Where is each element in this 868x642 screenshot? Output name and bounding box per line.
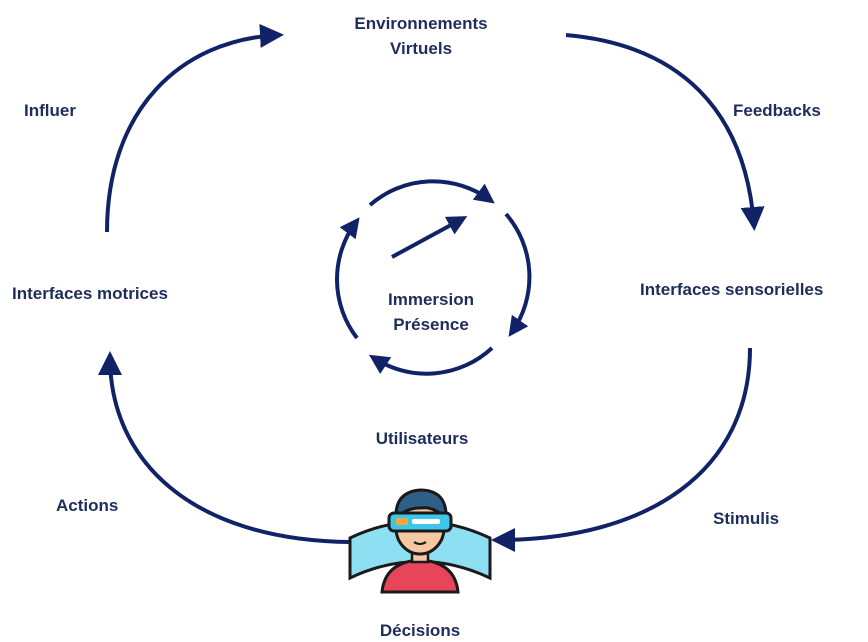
edge-stimuli-label: Stimulis <box>713 509 780 528</box>
node-decisions: Décisions <box>379 621 461 640</box>
edge-influence-label: Influer <box>24 101 76 120</box>
arrow-feedback <box>565 33 765 231</box>
node-environnements-line1: Environnements <box>354 14 488 33</box>
node-utilisateurs: Utilisateurs <box>375 429 469 448</box>
arrow-actions <box>98 351 351 544</box>
center-presence: Présence <box>393 315 469 334</box>
arrow-stimuli <box>491 347 752 552</box>
edge-feedback-label: Feedbacks <box>733 101 821 120</box>
inner-arrow-top <box>368 179 495 207</box>
node-interfaces-sensorielles: Interfaces sensorielles <box>640 280 824 299</box>
node-interfaces-motrices: Interfaces motrices <box>12 284 168 303</box>
edge-actions-label: Actions <box>56 496 119 515</box>
center-immersion: Immersion <box>388 290 474 309</box>
inner-arrow-bottom <box>368 346 494 376</box>
inner-arrow-left <box>334 217 360 340</box>
vr-user-icon <box>348 488 492 594</box>
node-environnements-line2: Virtuels <box>389 39 453 58</box>
inner-arrow-right <box>504 212 532 337</box>
inner-diagonal-arrow <box>391 216 468 259</box>
arrow-influence <box>105 23 284 233</box>
